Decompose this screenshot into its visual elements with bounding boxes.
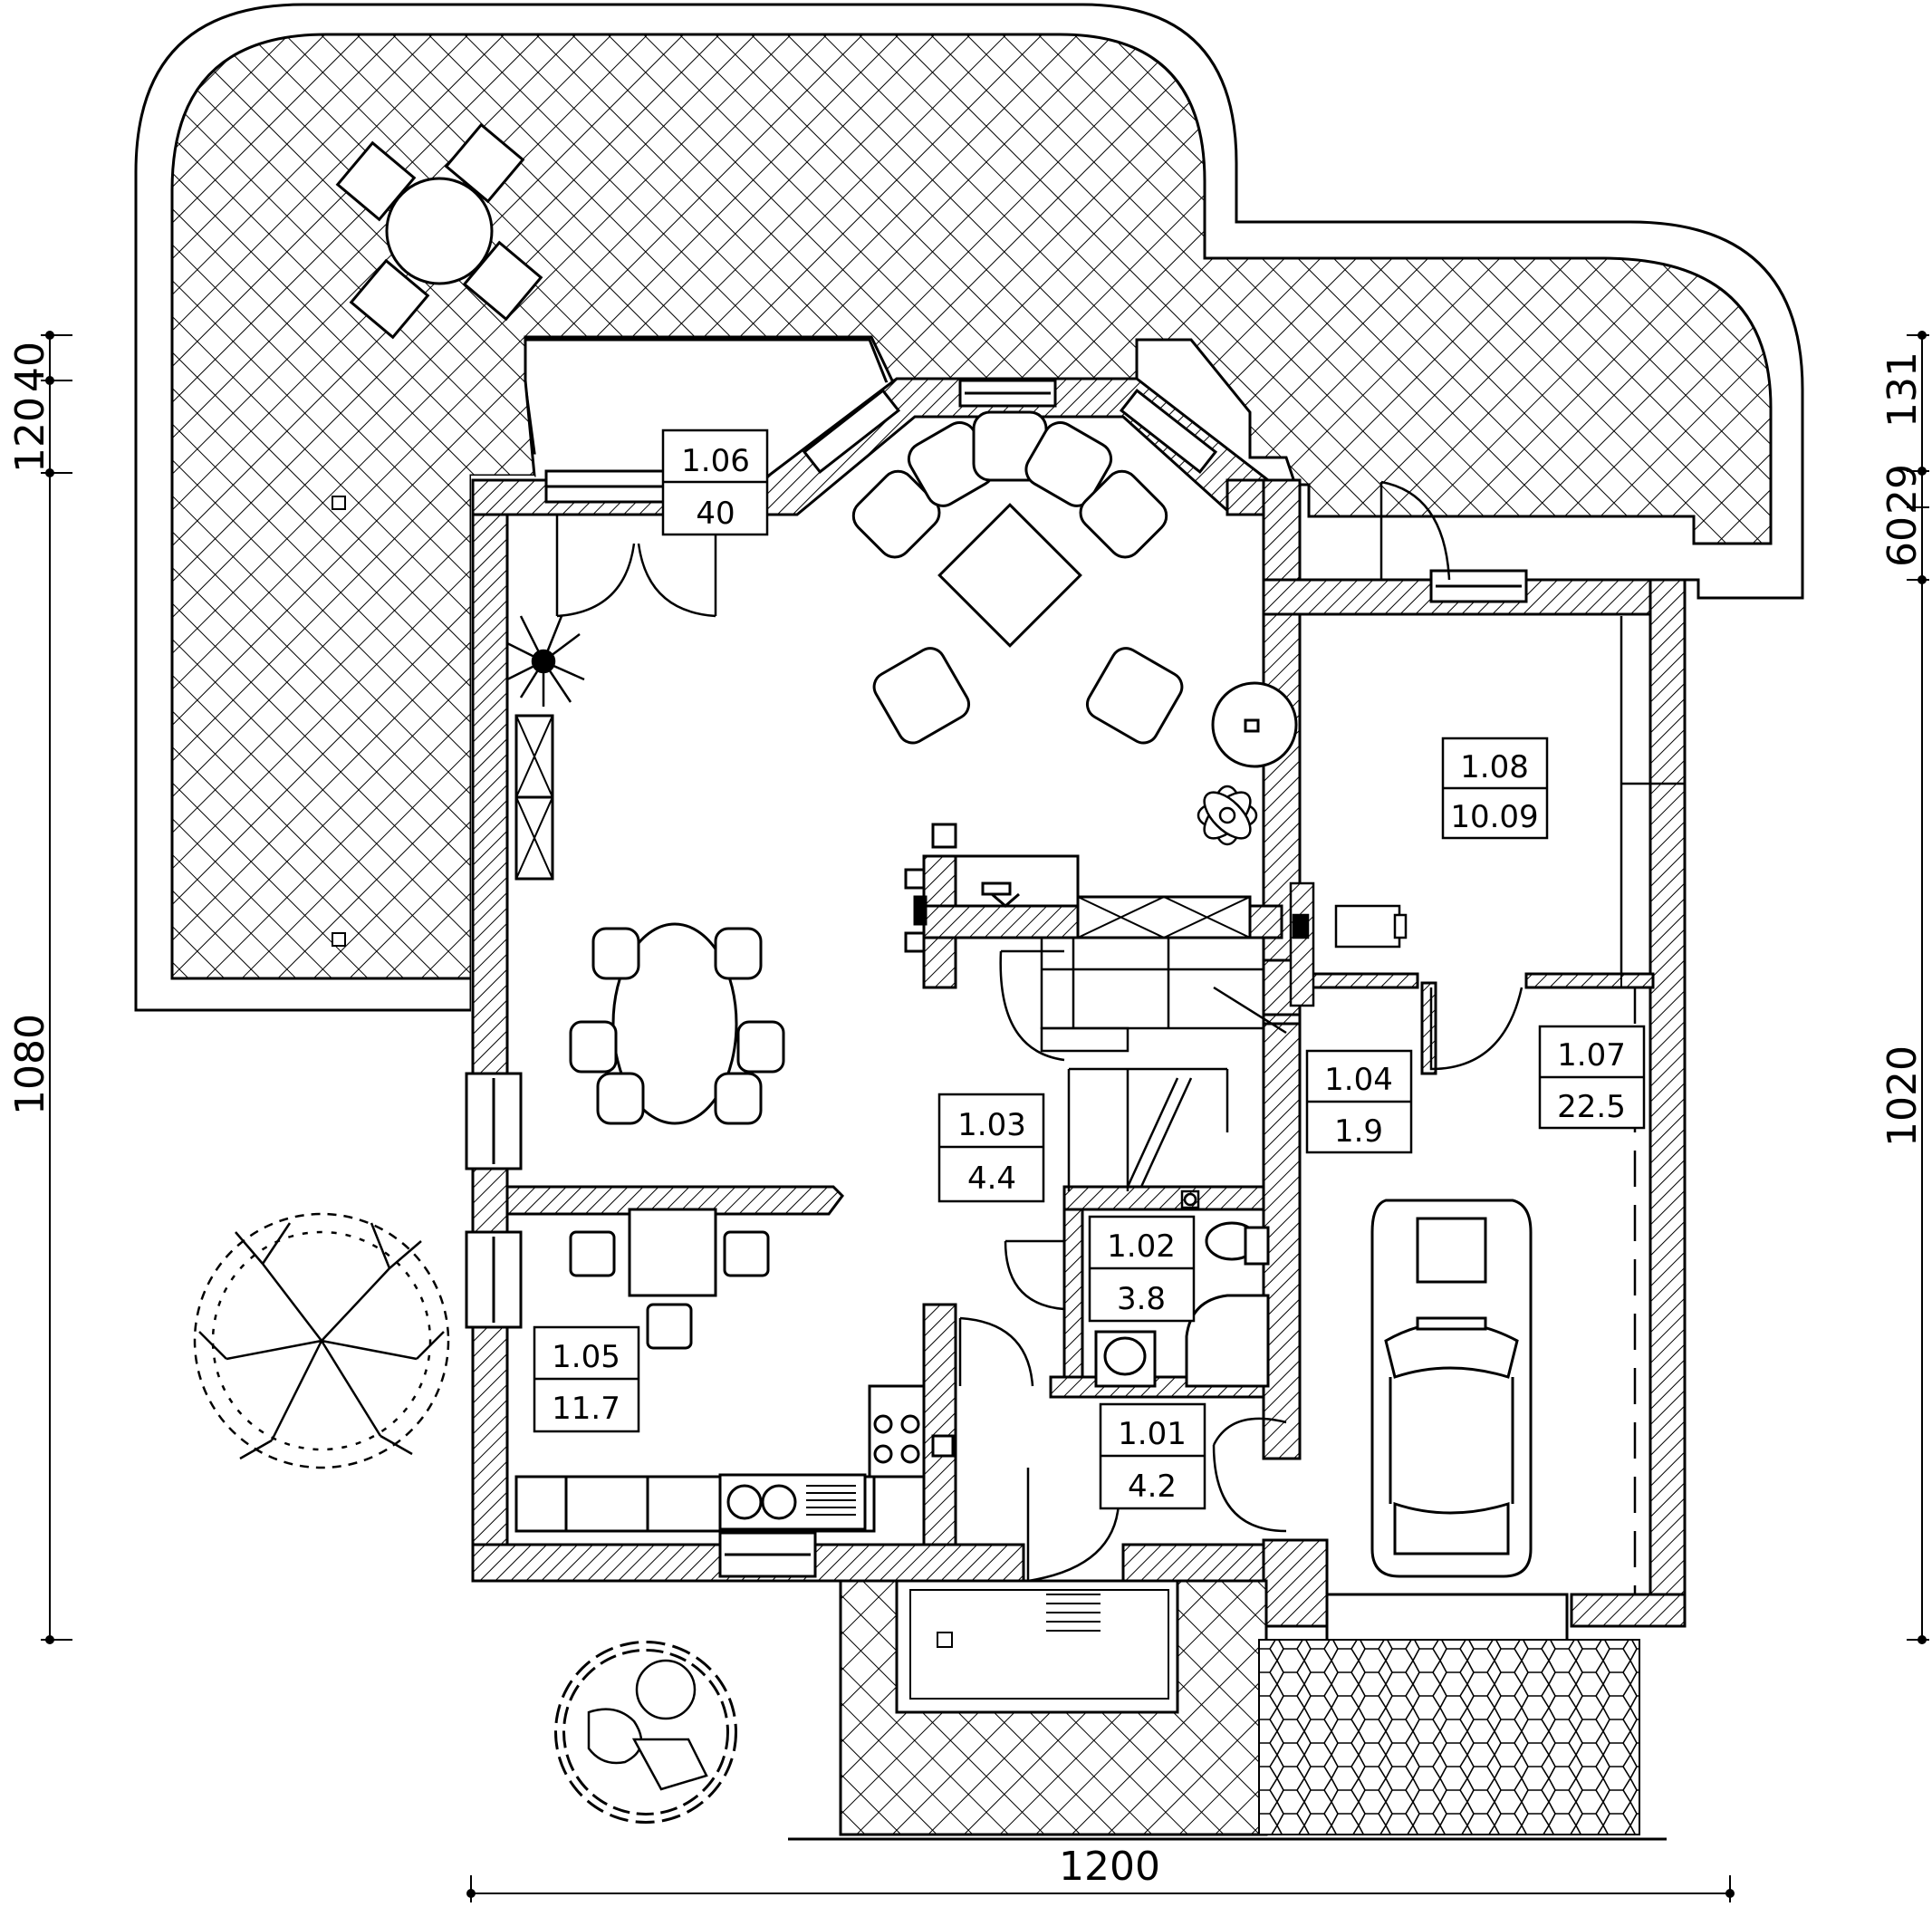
room-label-1.04: 1.04 1.9 — [1305, 1049, 1413, 1154]
room-number: 1.08 — [1460, 749, 1529, 785]
room-label-1.07: 1.07 22.5 — [1538, 1025, 1646, 1130]
room-area: 3.8 — [1117, 1281, 1166, 1317]
dimension-right — [1907, 331, 1929, 1644]
dining-table-set — [569, 922, 785, 1125]
room-label-1.01: 1.01 4.2 — [1099, 1402, 1206, 1510]
room-number: 1.06 — [681, 443, 750, 479]
room-area: 22.5 — [1557, 1089, 1626, 1125]
potted-plant-living — [506, 615, 585, 707]
room-area: 1.9 — [1334, 1113, 1383, 1150]
room-number: 1.07 — [1557, 1037, 1626, 1074]
tree-large — [193, 1212, 450, 1469]
height-dimension-right-top-b: 29 — [1879, 464, 1926, 515]
height-dimension-left-top-a: 40 — [7, 342, 53, 392]
room-number: 1.05 — [552, 1339, 620, 1375]
room-area: 10.09 — [1450, 799, 1538, 835]
potted-plant-corner — [1197, 785, 1258, 846]
entry-porch — [788, 1579, 1667, 1841]
dimension-left — [41, 331, 72, 1644]
post-marker — [332, 932, 346, 947]
room-area: 11.7 — [552, 1391, 620, 1427]
garage-fixtures — [1289, 616, 1685, 1594]
room-label-1.03: 1.03 4.4 — [937, 1093, 1045, 1203]
car — [1370, 1199, 1533, 1578]
room-area: 40 — [696, 496, 735, 532]
bathroom-fixtures — [1094, 1221, 1270, 1388]
room-label-1.02: 1.02 3.8 — [1088, 1215, 1196, 1323]
height-dimension-right: 1020 — [1879, 1045, 1926, 1147]
width-dimension: 1200 — [1059, 1844, 1160, 1890]
room-label-1.08: 1.08 10.09 — [1441, 737, 1549, 840]
terrace-table-set — [335, 122, 543, 340]
room-area: 4.2 — [1128, 1469, 1177, 1505]
height-dimension-right-top-a: 131 — [1879, 352, 1926, 428]
room-area: 4.4 — [967, 1161, 1016, 1197]
room-label-1.05: 1.05 11.7 — [533, 1325, 640, 1433]
dimension-bottom — [466, 1875, 1735, 1902]
room-number: 1.02 — [1107, 1228, 1176, 1265]
shrub — [554, 1641, 737, 1824]
doors — [555, 480, 1523, 1583]
room-number: 1.03 — [957, 1107, 1026, 1143]
height-dimension-right-top-c: 60 — [1879, 516, 1926, 567]
room-number: 1.04 — [1324, 1062, 1393, 1098]
post-marker — [332, 496, 346, 510]
height-dimension-left: 1080 — [7, 1014, 53, 1115]
kitchen-furniture — [514, 1208, 955, 1533]
room-label-1.06: 1.06 40 — [661, 429, 769, 536]
room-number: 1.01 — [1118, 1416, 1187, 1452]
living-furniture — [514, 410, 1298, 953]
height-dimension-left-top-b: 120 — [7, 397, 53, 473]
staircase — [1040, 936, 1287, 1209]
